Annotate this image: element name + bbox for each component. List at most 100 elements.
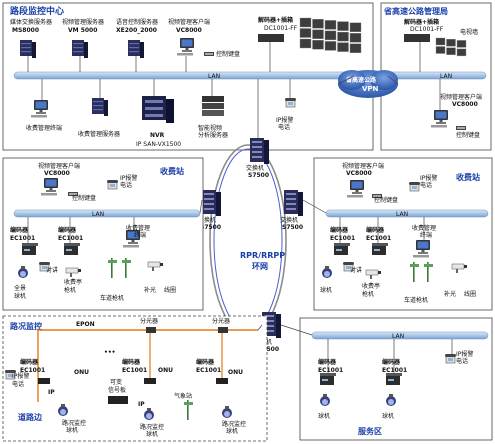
toll-left-lane: 车道枪机: [100, 294, 124, 302]
server-1-name: 媒体交换服务器: [10, 18, 52, 26]
video-wall-screen: [337, 21, 349, 31]
ring-label2: 环网: [252, 262, 268, 271]
road-phone1: IP报警: [12, 372, 29, 380]
nvr-model: IP SAN-VX1500: [136, 141, 181, 148]
road-phone2: 电话: [12, 380, 24, 388]
video-wall-screen: [324, 20, 337, 30]
toll-right-booth2: 枪机: [362, 290, 374, 298]
toll-right-dome: 球机: [320, 286, 332, 294]
service-dome-2: 球机: [382, 412, 394, 420]
toll-right-enc2-name: 编码器: [366, 226, 385, 234]
road-enc-model-1: EC1001: [20, 367, 45, 374]
video-wall-screen: [446, 39, 456, 47]
province-lan-bar: [387, 71, 487, 80]
service-lan: LAN: [392, 333, 404, 340]
toll-right-enc2-model: EC1001: [366, 235, 391, 242]
toll-left-term2: 终端: [134, 231, 146, 239]
server-icon: [92, 98, 108, 116]
vpn-line1: 省高速公路: [345, 76, 377, 84]
client-name: 视频管理客户端: [168, 18, 210, 26]
province-client-model: VC8000: [452, 101, 478, 108]
splitter-icon: [218, 327, 228, 333]
road-cam-3-2: 球机: [226, 427, 238, 435]
onu-icon: [216, 378, 228, 384]
toll-left-pano2: 球机: [14, 292, 26, 300]
service-enc2-model: EC1001: [382, 367, 407, 374]
toll-left-enc1-model: EC1001: [10, 235, 35, 242]
ring-label: RPR/RRPP: [240, 251, 285, 260]
toll-left-intercom: 对讲: [46, 266, 58, 274]
service-lan-bar: [311, 331, 489, 340]
toll-left-enc2-name: 编码器: [58, 226, 77, 234]
splitter-icon: [146, 327, 156, 333]
nvr-icon: [142, 96, 174, 123]
nvr-label: NVR: [150, 132, 165, 139]
road-title: 路况监控: [10, 321, 42, 331]
encoder-icon: [320, 373, 336, 385]
toll-left-enc1-name: 编码器: [10, 226, 29, 234]
analysis-line2: 分析服务器: [198, 131, 228, 139]
video-wall-screen: [312, 19, 324, 29]
road-enc-model-3: EC1001: [196, 367, 221, 374]
decoder-name: 解码器+插箱: [258, 16, 293, 24]
province-keyboard-label: 控制键盘: [456, 131, 480, 139]
video-wall-screen: [446, 47, 456, 55]
switch-top-model: S7500: [248, 172, 269, 179]
switch-icon: [202, 190, 221, 216]
encoder-icon: [22, 243, 38, 255]
server-2-name: 视频管理服务器: [62, 18, 104, 26]
video-wall-screen: [435, 37, 446, 46]
toll-right-enc1-model: EC1001: [330, 235, 355, 242]
video-wall-screen: [349, 33, 362, 43]
toll-right-panel: 收费站 视频管理客户端 VC8000 控制键盘 IP报警 电话 LAN 编码器 …: [313, 157, 493, 311]
service-title: 服务区: [358, 426, 382, 436]
vpn-line2: VPN: [362, 85, 379, 93]
toll-right-fill: 补光: [444, 290, 456, 298]
road-onu-3: ONU: [228, 369, 243, 376]
video-wall-icon: [435, 37, 467, 57]
video-wall-screen: [337, 31, 349, 42]
roadside-label: 道路边: [18, 412, 43, 422]
toll-right-booth1: 收费亭: [362, 282, 380, 290]
onu-icon: [144, 378, 156, 384]
toll-right-lan-bar: [325, 209, 489, 218]
sign-board-icon: [108, 396, 128, 404]
cloud-icon: [338, 70, 398, 98]
weather-label: 气象站: [174, 392, 192, 400]
road-dots: •••: [104, 349, 116, 356]
province-lan-label: LAN: [440, 73, 452, 80]
toll-left-panel: 收费站 视频管理客户端 VC8000 控制键盘 IP报警 电话 LAN 编码器 …: [2, 157, 204, 311]
center-lan-label: LAN: [208, 73, 220, 80]
server-1-model: MS8000: [12, 27, 39, 34]
road-enc-model-2: EC1001: [122, 367, 147, 374]
service-area-panel: 服务区 LAN 编码器 EC1001 球机 编码器 EC1001 球机 IP报警…: [299, 317, 493, 441]
server-2-model: VM 5000: [68, 27, 97, 34]
toll-right-client-name: 视频管理客户端: [342, 162, 384, 170]
road-enc-name-2: 编码器: [122, 358, 141, 366]
toll-right-keyboard: 控制键盘: [374, 196, 398, 204]
toll-right-coil: 线圈: [464, 290, 476, 298]
center-servers: 媒体交换服务器 MS8000 视频管理服务器 VM 5000 语音控制服务器 X…: [10, 18, 240, 58]
video-wall-screen: [324, 30, 337, 41]
splitter-label-2: 分光器: [212, 317, 230, 325]
video-wall-screen: [312, 29, 324, 39]
toll-left-client-model: VC8000: [44, 170, 70, 177]
switch-left-model: S7500: [200, 224, 221, 231]
video-wall-screen: [312, 40, 324, 50]
server-icon: [128, 40, 144, 58]
toll-right-client-model: VC8000: [346, 170, 372, 177]
video-wall-screen: [337, 42, 349, 52]
service-enc2-name: 编码器: [382, 358, 401, 366]
video-wall-screen: [435, 46, 446, 54]
video-wall-icon: [299, 17, 362, 53]
road-cam-2-2: 球机: [146, 430, 158, 438]
decoder-icon: [404, 34, 430, 42]
province-client-name: 视频管理客户端: [440, 93, 482, 101]
switch-left-name: 交换机: [198, 216, 216, 224]
phone-icon: [284, 97, 297, 108]
toll-left-lan: LAN: [92, 211, 104, 218]
service-enc1-name: 编码器: [318, 358, 337, 366]
service-phone1: IP报警: [456, 350, 473, 358]
center-title: 路段监控中心: [10, 5, 64, 17]
